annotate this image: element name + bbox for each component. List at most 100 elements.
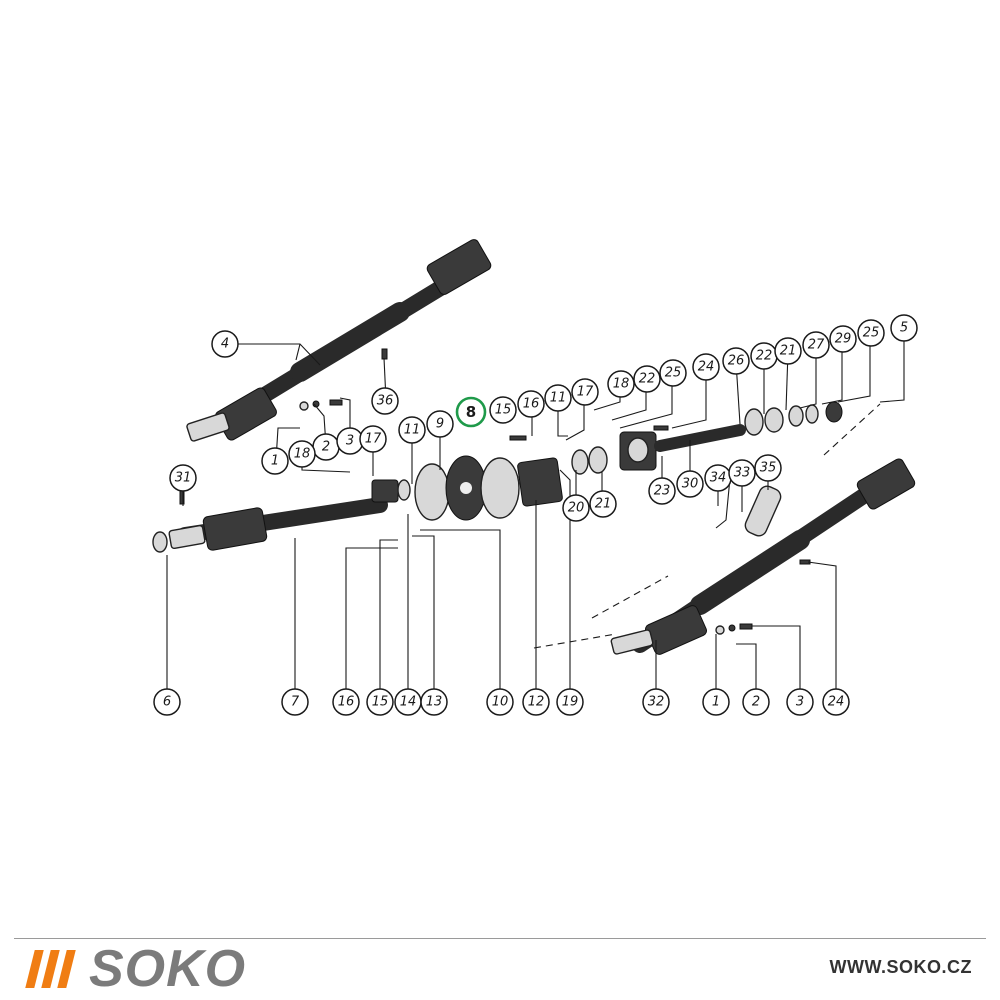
callout-34: 34	[704, 464, 732, 492]
svg-text:7: 7	[291, 695, 300, 710]
callout-29: 29	[829, 325, 857, 353]
drive-shaft-middle	[152, 497, 388, 553]
svg-text:1: 1	[271, 454, 279, 469]
svg-text:3: 3	[346, 434, 354, 449]
svg-text:17: 17	[365, 432, 382, 447]
callout-30: 30	[676, 470, 704, 498]
callout-1-lower: 1	[702, 688, 730, 716]
svg-text:29: 29	[835, 332, 852, 347]
svg-text:19: 19	[562, 695, 579, 710]
svg-text:35: 35	[760, 461, 777, 476]
svg-text:24: 24	[698, 360, 715, 375]
callout-26: 26	[722, 347, 750, 375]
callout-18: 18	[288, 440, 316, 468]
svg-text:21: 21	[595, 497, 612, 512]
svg-text:25: 25	[863, 326, 880, 341]
callout-15-upper: 15	[489, 396, 517, 424]
callout-11-upper: 11	[544, 384, 572, 412]
svg-text:24: 24	[828, 695, 845, 710]
callout-22-upper: 22	[633, 365, 661, 393]
svg-text:2: 2	[322, 440, 330, 455]
svg-text:36: 36	[377, 394, 394, 409]
soko-logo[interactable]: SOKO	[25, 940, 247, 998]
small-hardware	[179, 348, 811, 635]
callout-19: 19	[556, 688, 584, 716]
svg-text:18: 18	[294, 447, 311, 462]
svg-text:5: 5	[900, 321, 908, 336]
svg-text:23: 23	[654, 484, 671, 499]
callout-25-upper: 25	[659, 359, 687, 387]
svg-text:8: 8	[466, 403, 476, 421]
callout-5: 5	[890, 314, 918, 342]
callout-25-right: 25	[857, 319, 885, 347]
callout-3: 3	[336, 427, 364, 455]
svg-text:21: 21	[780, 344, 797, 359]
svg-text:18: 18	[613, 377, 630, 392]
svg-text:25: 25	[665, 366, 682, 381]
drive-shaft-lower	[610, 458, 916, 655]
svg-text:17: 17	[577, 385, 594, 400]
callout-17: 17	[359, 425, 387, 453]
callout-17-upper: 17	[571, 378, 599, 406]
callout-20: 20	[562, 494, 590, 522]
callout-10: 10	[486, 688, 514, 716]
svg-text:15: 15	[372, 695, 389, 710]
svg-text:10: 10	[492, 695, 509, 710]
callout-36: 36	[371, 387, 399, 415]
callout-1: 1	[261, 447, 289, 475]
callout-7: 7	[281, 688, 309, 716]
svg-text:13: 13	[426, 695, 443, 710]
svg-text:2: 2	[752, 695, 760, 710]
svg-text:34: 34	[710, 471, 727, 486]
callout-12: 12	[522, 688, 550, 716]
callout-13: 13	[420, 688, 448, 716]
svg-text:11: 11	[404, 423, 421, 438]
svg-text:22: 22	[756, 349, 773, 364]
callout-9: 9	[426, 410, 454, 438]
svg-text:4: 4	[221, 337, 229, 352]
callout-24-upper: 24	[692, 353, 720, 381]
svg-text:3: 3	[796, 695, 804, 710]
callout-15: 15	[366, 688, 394, 716]
svg-text:32: 32	[648, 695, 665, 710]
footer-divider	[14, 938, 986, 939]
callout-31: 31	[169, 464, 197, 492]
svg-text:6: 6	[163, 695, 171, 710]
callout-32: 32	[642, 688, 670, 716]
callout-16: 16	[332, 688, 360, 716]
callout-27: 27	[802, 331, 830, 359]
svg-text:16: 16	[338, 695, 355, 710]
svg-text:22: 22	[639, 372, 656, 387]
svg-text:11: 11	[550, 391, 567, 406]
brand-name: SOKO	[89, 940, 247, 998]
logo-stripes-icon	[25, 950, 76, 988]
svg-text:30: 30	[682, 477, 699, 492]
callout-21: 21	[589, 490, 617, 518]
svg-text:1: 1	[712, 695, 720, 710]
callout-33: 33	[728, 459, 756, 487]
callout-8[interactable]: 8	[455, 396, 487, 428]
website-link[interactable]: WWW.SOKO.CZ	[829, 957, 972, 977]
callout-4: 4	[211, 330, 239, 358]
svg-text:31: 31	[175, 471, 192, 486]
callout-2: 2	[312, 433, 340, 461]
callout-22-right: 22	[750, 342, 778, 370]
svg-text:27: 27	[808, 338, 825, 353]
svg-text:16: 16	[523, 397, 540, 412]
callout-24-lower: 24	[822, 688, 850, 716]
callout-14: 14	[394, 688, 422, 716]
callout-11: 11	[398, 416, 426, 444]
callout-23: 23	[648, 477, 676, 505]
svg-text:15: 15	[495, 403, 512, 418]
callout-2-lower: 2	[742, 688, 770, 716]
svg-text:14: 14	[400, 695, 417, 710]
svg-text:20: 20	[568, 501, 585, 516]
callout-6: 6	[153, 688, 181, 716]
svg-text:9: 9	[436, 417, 444, 432]
leader-lines	[166, 330, 905, 700]
coupling-assembly	[371, 401, 843, 521]
svg-text:33: 33	[734, 466, 751, 481]
callout-35: 35	[754, 454, 782, 482]
callout-3-lower: 3	[786, 688, 814, 716]
